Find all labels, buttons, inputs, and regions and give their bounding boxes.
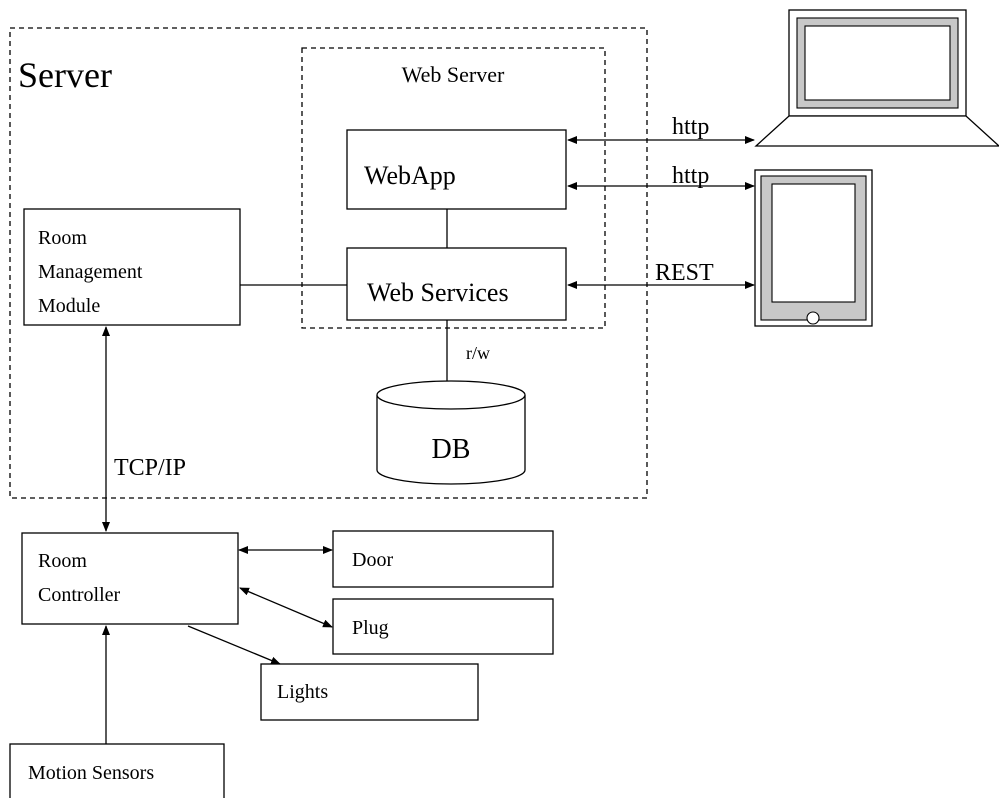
lights-arrow: [187, 625, 281, 665]
plug-box: [332, 598, 554, 655]
room-management-line-3: Module: [38, 295, 100, 317]
tablet-http-label: http: [672, 163, 709, 189]
room-management-line-2: Management: [38, 261, 143, 283]
plug-label: Plug: [352, 617, 389, 639]
lights-label: Lights: [277, 681, 328, 703]
database-cylinder: [376, 380, 526, 485]
rest-label: REST: [655, 260, 714, 286]
web-services-box: [346, 247, 567, 321]
web-services-label: Web Services: [367, 278, 509, 307]
webapp-box: [346, 129, 567, 210]
door-label: Door: [352, 549, 393, 571]
room-controller-line-1: Room: [38, 550, 87, 572]
tablet-icon: [754, 169, 873, 327]
room-controller-line-2: Controller: [38, 584, 121, 606]
motion-sensors-label: Motion Sensors: [28, 762, 154, 784]
laptop-http-label: http: [672, 114, 709, 140]
db-label: DB: [432, 434, 471, 465]
server-label: Server: [18, 55, 112, 95]
motion-sensors-box: [9, 743, 225, 798]
webapp-label: WebApp: [364, 161, 456, 190]
door-box: [332, 530, 554, 588]
laptop-icon: [754, 9, 999, 147]
plug-arrow: [239, 587, 333, 628]
room-controller-box: [21, 532, 239, 625]
room-management-line-1: Room: [38, 227, 87, 249]
room-management-box: [23, 208, 241, 326]
tcp-ip-label: TCP/IP: [114, 455, 186, 481]
server-boundary: [9, 27, 648, 499]
db-rw-label: r/w: [466, 343, 490, 363]
web-server-label: Web Server: [402, 62, 505, 87]
lights-box: [260, 663, 479, 721]
